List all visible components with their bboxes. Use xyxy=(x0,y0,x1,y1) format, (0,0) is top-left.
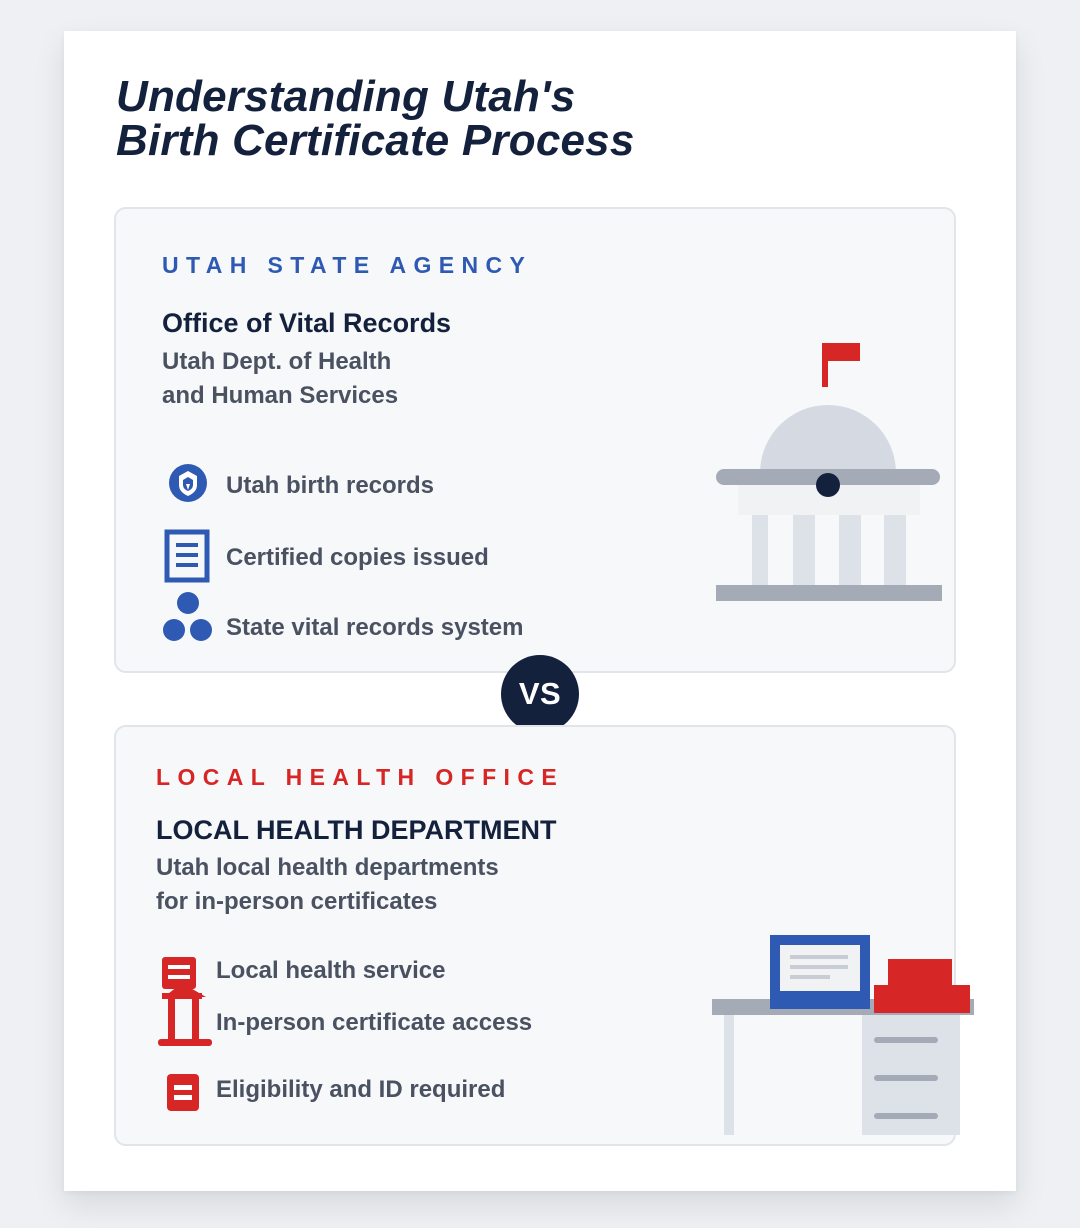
state-subtitle: Utah Dept. of Health and Human Services xyxy=(162,345,398,413)
state-subtitle-line-2: and Human Services xyxy=(162,382,399,409)
state-eyebrow: UTAH STATE AGENCY xyxy=(162,252,533,278)
title-line-2: Birth Certificate Process xyxy=(116,116,635,165)
local-subtitle: Utah local health departments for in-per… xyxy=(156,851,499,919)
local-heading: LOCAL HEALTH DEPARTMENT xyxy=(156,815,557,845)
local-feature-3: Eligibility and ID required xyxy=(216,1076,506,1103)
capitol-building-icon xyxy=(716,343,942,601)
state-subtitle-line-1: Utah Dept. of Health xyxy=(162,348,392,375)
office-desk-icon xyxy=(712,935,974,1135)
state-heading: Office of Vital Records xyxy=(162,308,452,338)
state-agency-panel: UTAH STATE AGENCY Office of Vital Record… xyxy=(114,207,956,673)
document-icon xyxy=(164,529,210,583)
local-feature-2: In-person certificate access xyxy=(216,1009,533,1036)
id-card-icon xyxy=(167,1074,199,1111)
network-dots-icon xyxy=(163,592,212,641)
local-subtitle-line-1: Utah local health departments xyxy=(156,854,499,881)
title-line-1: Understanding Utah's xyxy=(116,72,576,121)
page-title: Understanding Utah's Birth Certificate P… xyxy=(116,75,635,163)
kiosk-icon xyxy=(158,957,212,1046)
local-feature-1: Local health service xyxy=(216,957,446,984)
vs-badge: VS xyxy=(501,655,579,733)
state-feature-3: State vital records system xyxy=(226,614,524,641)
local-subtitle-line-2: for in-person certificates xyxy=(156,888,438,915)
shield-icon xyxy=(169,464,207,502)
local-eyebrow: LOCAL HEALTH OFFICE xyxy=(156,764,565,790)
infographic-card: Understanding Utah's Birth Certificate P… xyxy=(64,31,1016,1191)
state-feature-1: Utah birth records xyxy=(226,472,435,499)
local-office-panel: LOCAL HEALTH OFFICE LOCAL HEALTH DEPARTM… xyxy=(114,725,974,1146)
state-feature-2: Certified copies issued xyxy=(226,544,489,571)
